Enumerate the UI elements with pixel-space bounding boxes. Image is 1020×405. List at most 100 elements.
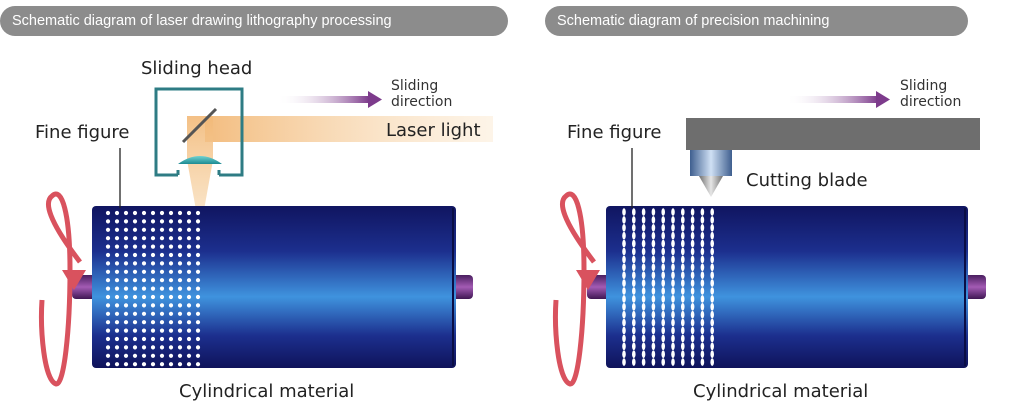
fine-figure-groove bbox=[661, 231, 665, 240]
fine-figure-dot bbox=[195, 219, 201, 224]
fine-figure-dot bbox=[195, 278, 201, 283]
fine-figure-groove bbox=[671, 358, 675, 366]
fine-figure-dot bbox=[105, 336, 111, 342]
fine-figure-groove bbox=[661, 216, 665, 224]
fine-figure-dot bbox=[123, 345, 129, 350]
fine-figure-dot bbox=[195, 236, 201, 241]
fine-figure-groove bbox=[681, 287, 685, 295]
fine-figure-dot bbox=[195, 362, 201, 367]
fine-figure-dot bbox=[105, 311, 111, 316]
fine-figure-groove bbox=[681, 279, 685, 287]
fine-figure-groove bbox=[700, 279, 705, 287]
fine-figure-dot bbox=[186, 362, 192, 367]
fine-figure-groove bbox=[651, 310, 656, 319]
fine-figure-groove bbox=[690, 326, 695, 335]
fine-figure-dot bbox=[114, 269, 120, 274]
fine-figure-dot bbox=[105, 252, 111, 258]
fine-figure-dot bbox=[150, 210, 156, 216]
fine-figure-dot bbox=[177, 328, 183, 333]
fine-figure-dot bbox=[141, 244, 147, 249]
fine-figure-dot bbox=[150, 278, 156, 283]
fine-figure-groove bbox=[681, 318, 685, 327]
fine-figure-groove bbox=[632, 303, 636, 311]
fine-figure-dot bbox=[150, 261, 156, 266]
fine-figure-dot bbox=[186, 311, 192, 316]
fine-figure-dot bbox=[195, 328, 201, 333]
fine-figure-groove bbox=[661, 334, 665, 343]
cylindrical-material-label: Cylindrical material bbox=[693, 381, 869, 402]
fine-figure-groove bbox=[651, 334, 656, 343]
fine-figure-dot bbox=[159, 261, 165, 266]
fine-figure-dot bbox=[132, 320, 138, 325]
fine-figure-groove bbox=[641, 287, 646, 295]
fine-figure-dot bbox=[186, 269, 192, 274]
fine-figure-groove bbox=[710, 358, 714, 366]
fine-figure-label: Fine figure bbox=[35, 122, 130, 143]
fine-figure-groove bbox=[632, 263, 636, 272]
fine-figure-groove bbox=[681, 231, 685, 240]
fine-figure-groove bbox=[651, 326, 656, 335]
fine-figure-groove bbox=[641, 271, 646, 280]
fine-figure-groove bbox=[690, 350, 695, 359]
fine-figure-groove bbox=[700, 342, 705, 351]
fine-figure-groove bbox=[710, 326, 714, 335]
fine-figure-dot bbox=[159, 328, 165, 333]
fine-figure-dot bbox=[123, 353, 129, 358]
fine-figure-dot bbox=[150, 219, 156, 224]
fine-figure-groove bbox=[641, 295, 646, 303]
fine-figure-dot bbox=[123, 269, 129, 274]
fine-figure-dot bbox=[150, 286, 156, 291]
fine-figure-groove bbox=[661, 358, 665, 366]
fine-figure-dot bbox=[177, 269, 183, 274]
fine-figure-dot bbox=[132, 345, 138, 350]
fine-figure-groove bbox=[700, 326, 705, 335]
fine-figure-dot bbox=[168, 286, 174, 291]
fine-figure-dot bbox=[186, 345, 192, 350]
fine-figure-groove bbox=[700, 358, 705, 366]
direction-arrow-icon bbox=[277, 91, 382, 108]
fine-figure-groove bbox=[632, 342, 636, 351]
fine-figure-dot bbox=[105, 345, 111, 350]
fine-figure-groove bbox=[641, 279, 646, 287]
fine-figure-dot bbox=[150, 244, 156, 249]
fine-figure-groove bbox=[632, 231, 636, 240]
fine-figure-dot bbox=[105, 303, 111, 308]
fine-figure-dot bbox=[141, 236, 147, 241]
fine-figure-dot bbox=[168, 328, 174, 333]
fine-figure-groove bbox=[622, 326, 626, 335]
fine-figure-dot bbox=[159, 303, 165, 308]
fine-figure-dot bbox=[168, 303, 174, 308]
fine-figure-groove bbox=[622, 279, 626, 287]
fine-figure-dot bbox=[159, 278, 165, 283]
fine-figure-groove bbox=[661, 318, 665, 327]
fine-figure-dot bbox=[177, 294, 183, 300]
fine-figure-dot bbox=[168, 353, 174, 358]
fine-figure-groove bbox=[700, 239, 705, 248]
fine-figure-groove bbox=[622, 358, 626, 366]
lens-icon bbox=[178, 156, 222, 164]
fine-figure-dot bbox=[105, 219, 111, 224]
fine-figure-groove bbox=[690, 358, 695, 366]
fine-figure-groove bbox=[671, 231, 675, 240]
fine-figure-groove bbox=[661, 247, 665, 256]
fine-figure-groove bbox=[651, 287, 656, 295]
fine-figure-groove bbox=[710, 231, 714, 240]
fine-figure-groove bbox=[671, 342, 675, 351]
fine-figure-dot bbox=[150, 294, 156, 300]
fine-figure-dot bbox=[114, 261, 120, 266]
fine-figure-dot bbox=[168, 252, 174, 258]
fine-figure-dot bbox=[186, 328, 192, 333]
fine-figure-dot bbox=[105, 328, 111, 333]
fine-figure-dots bbox=[105, 210, 201, 367]
sliding-direction-label-line1: Sliding bbox=[900, 78, 948, 94]
fine-figure-dot bbox=[114, 336, 120, 342]
fine-figure-dot bbox=[159, 269, 165, 274]
fine-figure-groove bbox=[651, 358, 656, 366]
fine-figure-dot bbox=[141, 320, 147, 325]
fine-figure-groove bbox=[700, 255, 705, 264]
fine-figure-dot bbox=[123, 210, 129, 216]
fine-figure-dot bbox=[114, 345, 120, 350]
fine-figure-groove bbox=[690, 287, 695, 295]
fine-figure-groove bbox=[710, 279, 714, 287]
fine-figure-dot bbox=[150, 269, 156, 274]
